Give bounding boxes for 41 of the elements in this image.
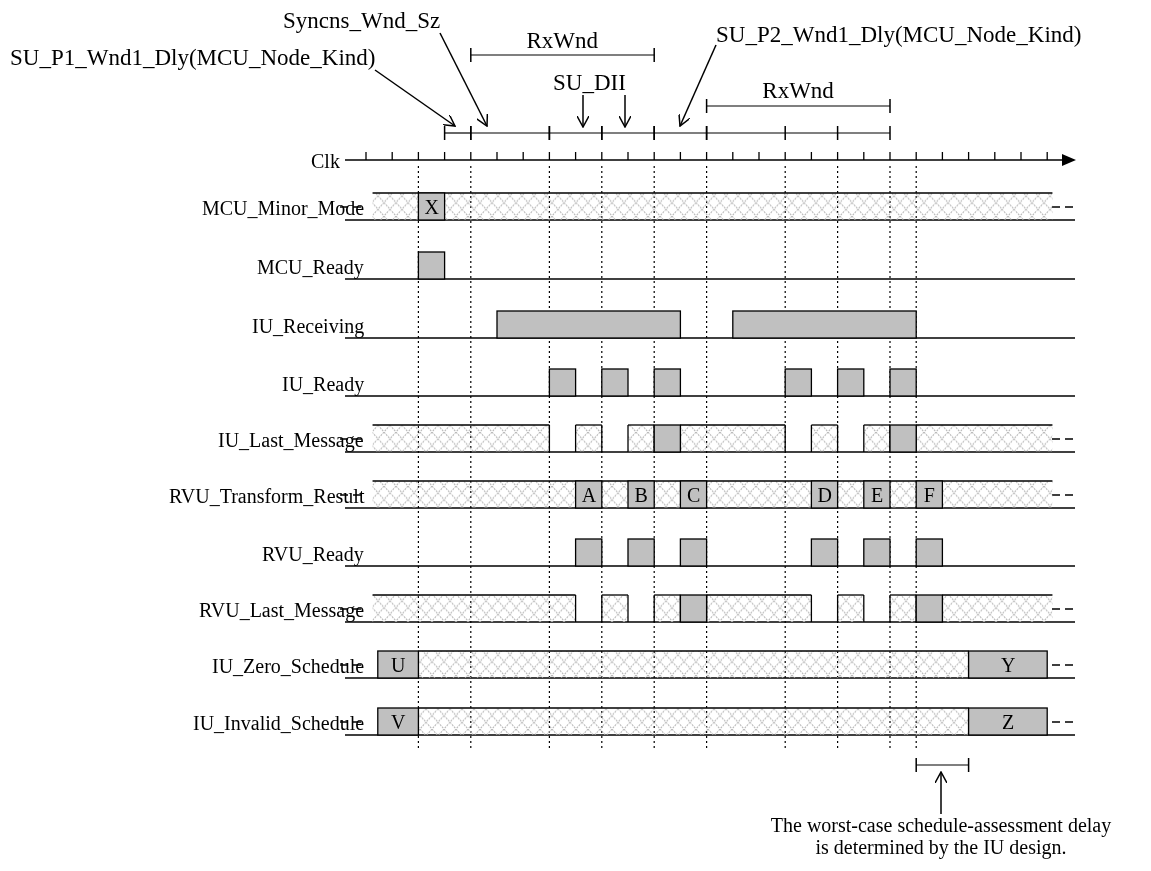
interval-segment [470,125,551,141]
signal-value: A [581,483,597,506]
signal-value: Z [1001,710,1015,733]
signal-name: IU_Invalid_Schedule [193,712,365,734]
signal-name: RVU_Last_Message [199,599,365,621]
leader-arrow [374,69,456,127]
signal-name: MCU_Ready [257,256,364,278]
annotation-text: Syncns_Wnd_Sz [283,8,441,34]
signal-name: RVU_Ready [262,543,364,565]
signal-name: RVU_Transform_Result [169,485,365,507]
dimension-label: RxWnd [526,28,599,54]
signal-name: IU_Ready [282,373,365,395]
signal-name: IU_Zero_Schedule [212,655,365,677]
signal-value: F [923,483,935,506]
annotation-text: SU_DII [553,70,626,96]
signal-value: X [424,195,439,218]
leader-arrow [934,771,948,815]
interval-segment [548,125,603,141]
leader-arrow [439,32,489,127]
signal-value: V [391,710,406,733]
signal-value: D [817,483,832,506]
leader-arrow [576,94,590,128]
signal-value: U [391,653,406,676]
annotation-text: SU_P1_Wnd1_Dly(MCU_Node_Kind) [10,45,376,71]
signal-value: Y [1000,653,1016,676]
leader-arrow [678,44,717,127]
signal-value: C [687,483,701,506]
dimension-label: RxWnd [762,78,834,104]
signal-name: IU_Last_Message [218,429,364,451]
interval-segment [915,757,970,773]
interval-segment [601,125,655,141]
interval-segment [653,125,708,141]
leader-arrow [618,94,632,128]
signal-value: B [634,483,648,506]
signal-name: MCU_Minor_Mode [202,197,365,219]
interval-segment [443,125,472,141]
annotation-text: The worst-case schedule-assessment delay is determined by the IU design. [764,814,1118,858]
signal-name: Clk [311,150,340,172]
annotation-text: SU_P2_Wnd1_Dly(MCU_Node_Kind) [716,22,1082,48]
signal-value: E [870,483,884,506]
signal-name: IU_Receiving [252,315,365,337]
